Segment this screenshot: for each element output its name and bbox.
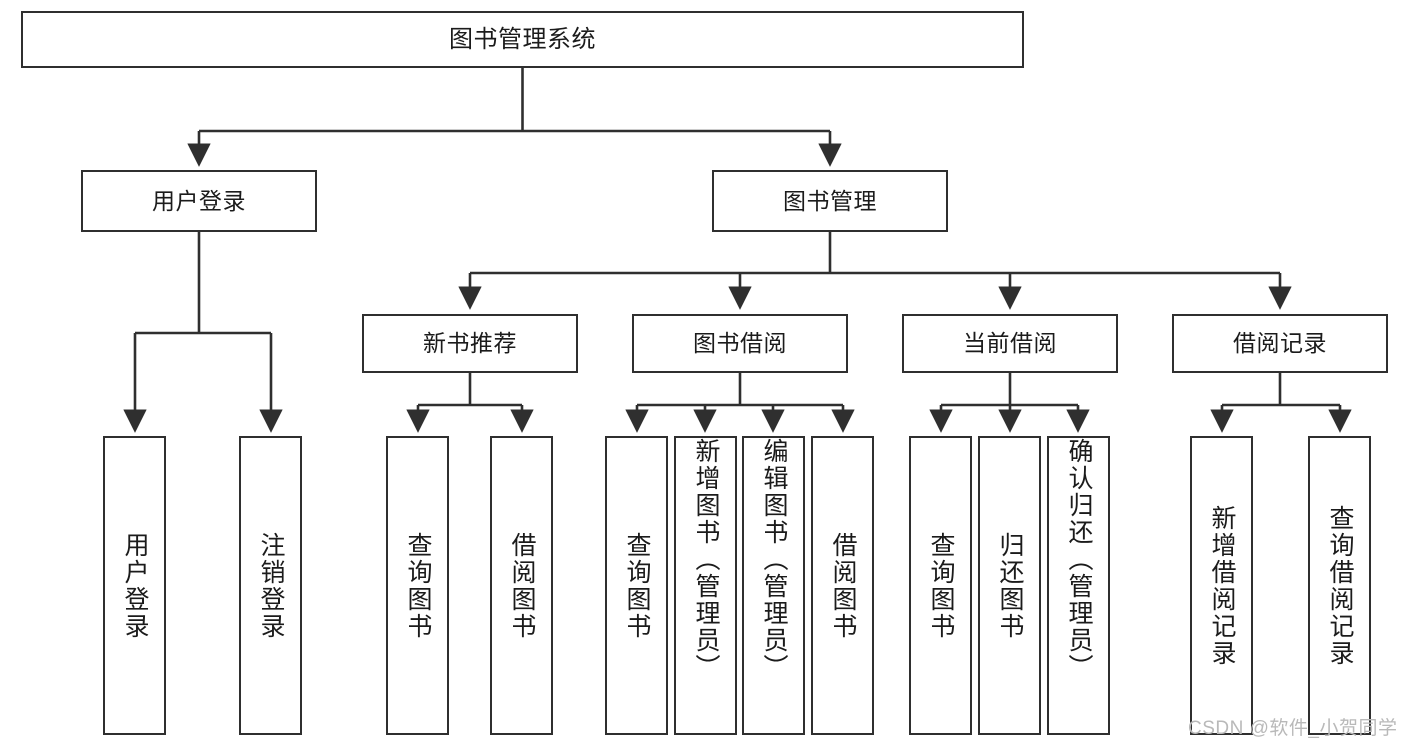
node-leaf-query-borrow-record[interactable]: 查询借阅记录: [1308, 436, 1371, 735]
node-label: 新增图书（管理员）: [692, 438, 720, 681]
node-label: 查询借阅记录: [1326, 504, 1354, 667]
node-root-system[interactable]: 图书管理系统: [21, 11, 1024, 68]
node-leaf-query-book-recommend[interactable]: 查询图书: [386, 436, 449, 735]
node-new-book-recommend[interactable]: 新书推荐: [362, 314, 578, 373]
csdn-watermark: CSDN @软件_小贺同学: [1188, 718, 1398, 739]
node-leaf-return-book[interactable]: 归还图书: [978, 436, 1041, 735]
node-leaf-logout[interactable]: 注销登录: [239, 436, 302, 735]
node-label: 借阅图书: [508, 531, 536, 640]
node-label: 归还图书: [996, 531, 1024, 640]
node-leaf-query-book-current[interactable]: 查询图书: [909, 436, 972, 735]
node-leaf-borrow-book-recommend[interactable]: 借阅图书: [490, 436, 553, 735]
node-label: 查询图书: [623, 531, 651, 640]
node-leaf-edit-book-admin[interactable]: 编辑图书（管理员）: [742, 436, 805, 735]
node-leaf-confirm-return-admin[interactable]: 确认归还（管理员）: [1047, 436, 1110, 735]
node-borrow-record[interactable]: 借阅记录: [1172, 314, 1388, 373]
node-leaf-borrow-book[interactable]: 借阅图书: [811, 436, 874, 735]
node-label: 查询图书: [927, 531, 955, 640]
node-label: 新书推荐: [423, 330, 517, 357]
node-leaf-query-book-borrow[interactable]: 查询图书: [605, 436, 668, 735]
node-leaf-user-login[interactable]: 用户登录: [103, 436, 166, 735]
node-user-login[interactable]: 用户登录: [81, 170, 317, 232]
node-label: 确认归还（管理员）: [1065, 438, 1093, 681]
node-label: 查询图书: [404, 531, 432, 640]
node-label: 用户登录: [152, 187, 246, 214]
node-label: 注销登录: [257, 531, 285, 640]
node-label: 用户登录: [121, 531, 149, 640]
node-label: 借阅记录: [1233, 330, 1327, 357]
node-current-borrow[interactable]: 当前借阅: [902, 314, 1118, 373]
node-label: 编辑图书（管理员）: [760, 438, 788, 681]
node-label: 借阅图书: [829, 531, 857, 640]
node-book-management[interactable]: 图书管理: [712, 170, 948, 232]
node-label: 新增借阅记录: [1208, 504, 1236, 667]
node-label: 图书管理: [783, 187, 877, 214]
node-leaf-add-book-admin[interactable]: 新增图书（管理员）: [674, 436, 737, 735]
node-label: 图书借阅: [693, 330, 787, 357]
node-book-borrow[interactable]: 图书借阅: [632, 314, 848, 373]
node-label: 图书管理系统: [449, 25, 596, 53]
node-leaf-add-borrow-record[interactable]: 新增借阅记录: [1190, 436, 1253, 735]
node-label: 当前借阅: [963, 330, 1057, 357]
